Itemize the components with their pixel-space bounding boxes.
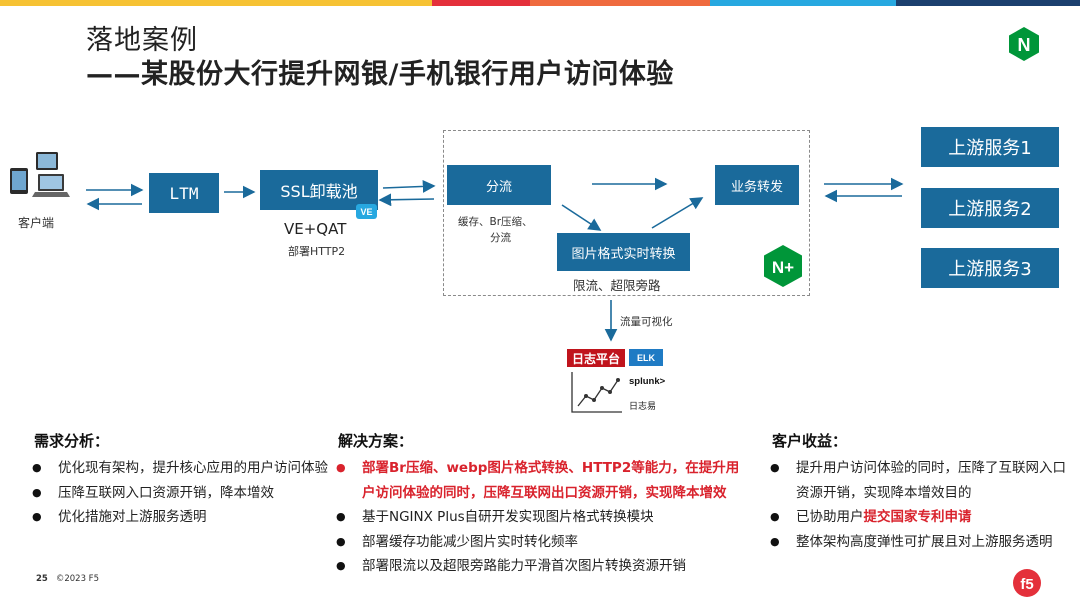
upstream-service-1: 上游服务1: [921, 127, 1059, 167]
topbar-segment: [200, 0, 432, 6]
nginx-logo-letter: N: [1018, 35, 1031, 55]
client-label: 客户端: [18, 216, 55, 230]
topbar-segment: [432, 0, 530, 6]
http2-note: 部署HTTP2: [288, 245, 346, 258]
page-number: 25: [36, 574, 48, 584]
ltm-box: LTM: [149, 173, 219, 213]
nginx-logo-icon: N: [1009, 27, 1039, 61]
topbar-segment: [0, 0, 200, 6]
topbar-segment: [710, 0, 896, 6]
page-subtitle: ——某股份大行提升网银/手机银行用户访问体验: [86, 59, 674, 90]
list-item: 优化措施对上游服务透明: [28, 505, 328, 530]
benefit-title: 客户收益：: [772, 432, 848, 450]
ve-badge: VE: [356, 204, 377, 219]
list-item: 部署限流以及超限旁路能力平滑首次图片转换资源开销: [332, 554, 742, 579]
split-note-line2: 分流: [490, 232, 511, 244]
list-item: 基于NGINX Plus自研开发实现图片格式转换模块: [332, 505, 742, 530]
limit-note: 限流、超限旁路: [573, 278, 661, 293]
f5-logo-icon: f5: [1013, 569, 1041, 597]
footer: 25 ©2023 F5: [36, 574, 99, 584]
requirement-title: 需求分析：: [34, 432, 110, 450]
topbar-segment: [896, 0, 1080, 6]
requirement-list: 优化现有架构，提升核心应用的用户访问体验 压降互联网入口资源开销，降本增效 优化…: [28, 456, 328, 530]
list-item: 部署缓存功能减少图片实时转化频率: [332, 530, 742, 555]
solution-title: 解决方案：: [338, 432, 414, 450]
split-note-line1: 缓存、Br压缩、: [458, 216, 533, 228]
nginx-plus-icon: N+: [764, 245, 802, 287]
benefit-text: 已协助用户: [796, 509, 864, 525]
ve-qat-label: VE+QAT: [284, 220, 347, 238]
patent-highlight: 提交国家专利申请: [863, 509, 972, 525]
nginx-plus-zone: [443, 130, 810, 296]
solution-list: 部署Br压缩、webp图片格式转换、HTTP2等能力，在提升用户访问体验的同时，…: [332, 456, 742, 579]
split-box: 分流: [447, 165, 551, 205]
splunk-logo: splunk>: [629, 376, 666, 387]
ssl-offload-box: SSL卸载池: [260, 170, 378, 210]
flow-visual-note: 流量可视化: [620, 316, 673, 328]
list-item: 压降互联网入口资源开销，降本增效: [28, 481, 328, 506]
benefit-list: 提升用户访问体验的同时，压降了互联网入口资源开销，实现降本增效目的 已协助用户提…: [766, 456, 1066, 554]
list-item: 整体架构高度弹性可扩展且对上游服务透明: [766, 530, 1066, 555]
f5-logo-text: f5: [1020, 576, 1033, 593]
page-title: 落地案例: [86, 25, 198, 56]
client-devices-icon: [10, 152, 70, 197]
log-chart-icon: [571, 372, 622, 413]
list-item: 已协助用户提交国家专利申请: [766, 505, 1066, 530]
nginx-plus-letters: N+: [772, 258, 794, 277]
list-item: 部署Br压缩、webp图片格式转换、HTTP2等能力，在提升用户访问体验的同时，…: [332, 456, 742, 505]
business-forward-box: 业务转发: [715, 165, 799, 205]
topbar-segment: [530, 0, 710, 6]
copyright: ©2023 F5: [55, 574, 99, 584]
rizhiyi-logo: 日志易: [629, 402, 657, 412]
top-color-bar: [0, 0, 1080, 6]
upstream-service-2: 上游服务2: [921, 188, 1059, 228]
image-convert-box: 图片格式实时转换: [557, 233, 690, 271]
list-item: 优化现有架构，提升核心应用的用户访问体验: [28, 456, 328, 481]
elk-badge: ELK: [629, 349, 663, 366]
log-platform-label: 日志平台: [567, 349, 625, 367]
upstream-service-3: 上游服务3: [921, 248, 1059, 288]
list-item: 提升用户访问体验的同时，压降了互联网入口资源开销，实现降本增效目的: [766, 456, 1066, 505]
